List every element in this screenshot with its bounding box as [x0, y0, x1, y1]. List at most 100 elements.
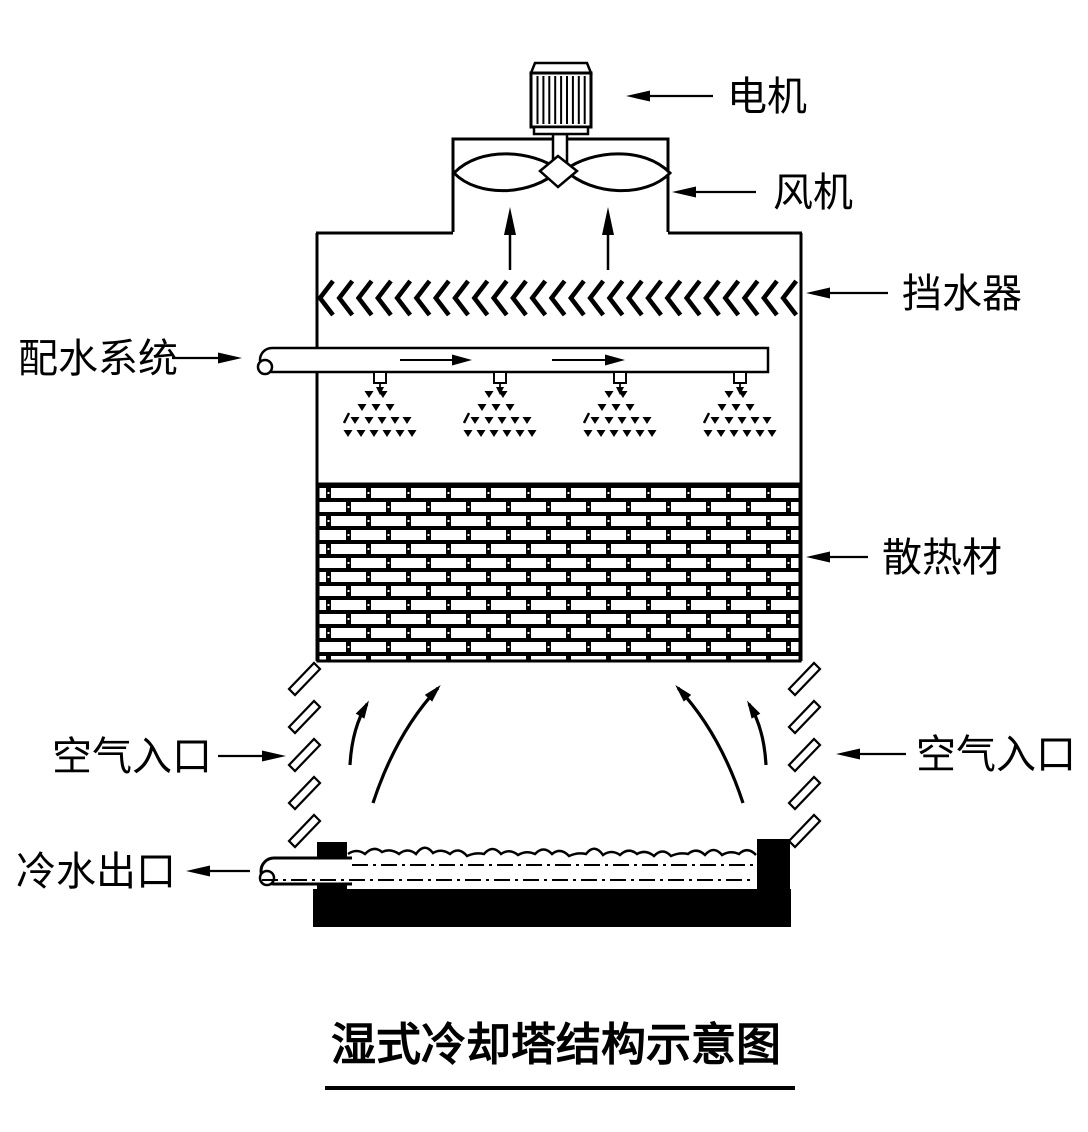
louver-slat [787, 775, 822, 811]
flow-arrow-head [605, 354, 625, 366]
chevron [413, 279, 432, 317]
spray-droplet [755, 430, 765, 437]
nozzle-stem [613, 371, 627, 384]
callout-air-inlet-left-head [262, 750, 286, 762]
spray-droplet [742, 430, 752, 437]
label-cold-water-outlet: 冷水出口 [16, 849, 176, 894]
louver-slat [287, 661, 322, 697]
spray-droplet [750, 417, 760, 424]
air-inlet-louvers-left [287, 661, 322, 849]
chevron [490, 279, 509, 317]
fan-blade-right [562, 152, 673, 193]
chevron [780, 279, 799, 317]
spray-droplet [357, 404, 367, 411]
callout-arrows [172, 90, 906, 877]
spray-droplet [597, 404, 607, 411]
spray-droplet [635, 430, 645, 437]
spray-droplet [611, 404, 621, 411]
spray-droplet [502, 430, 512, 437]
spray-droplet [622, 430, 632, 437]
spray-droplet [596, 430, 606, 437]
label-fan: 风机 [773, 170, 853, 215]
spray-droplet [377, 417, 387, 424]
label-water-distribution: 配水系统 [18, 336, 178, 381]
spray-droplet [385, 404, 395, 411]
water-basin [258, 839, 791, 927]
spray-nozzles [342, 371, 777, 437]
diagram-title: 湿式冷却塔结构示意图 [331, 1020, 781, 1070]
louver-slat [787, 737, 822, 773]
spray-droplet [343, 430, 353, 437]
spray-droplet [407, 430, 417, 437]
chevron [452, 279, 470, 317]
drift-eliminator [317, 279, 799, 317]
spray-droplet [378, 391, 388, 398]
spray-droplet [477, 404, 487, 411]
nozzle [582, 371, 657, 437]
nozzle [462, 371, 537, 437]
spray-droplet [356, 430, 366, 437]
callout-cold-water-outlet-head [186, 865, 210, 877]
louver-slat [787, 699, 822, 735]
outlet-end-cap [258, 869, 276, 887]
tower-shell [315, 231, 803, 661]
fill-material [316, 482, 802, 663]
callout-drift-eliminator-head [806, 287, 830, 299]
spray-droplet [515, 430, 525, 437]
spray-droplet [703, 430, 713, 437]
airflow-curve-arrows [348, 685, 768, 804]
chevron [606, 279, 625, 317]
chevron [336, 279, 355, 317]
chevron [510, 279, 528, 317]
spray-droplet [527, 430, 537, 437]
label-fill-material: 散热材 [882, 535, 1002, 580]
up-arrow-head [504, 207, 516, 235]
pipe-flow-arrows [400, 354, 625, 366]
spray-droplet [510, 417, 520, 424]
spray-droplet [484, 417, 494, 424]
spray-droplet [717, 404, 727, 411]
spray-droplet [737, 417, 747, 424]
label-air-inlet-right: 空气入口 [916, 732, 1076, 777]
spray-droplet [491, 404, 501, 411]
spray-droplet [402, 417, 412, 424]
chevron [664, 279, 683, 317]
spray-droplet [489, 430, 499, 437]
pipe-end-cap [256, 358, 274, 376]
spray-streak [342, 412, 351, 424]
nozzle-stem [493, 371, 507, 384]
callout-fill-material-head [806, 551, 830, 563]
spray-droplet [729, 430, 739, 437]
airflow-up-arrows [504, 207, 614, 270]
motor [529, 61, 593, 164]
spray-droplet [498, 391, 508, 398]
chevron [568, 279, 586, 317]
spray-droplet [484, 391, 494, 398]
chevron [317, 279, 335, 317]
spray-droplet [505, 404, 515, 411]
louver-slat [787, 813, 822, 849]
air-curve [676, 686, 745, 804]
louver-slat [787, 661, 822, 697]
spray-droplet [583, 430, 593, 437]
spray-droplet [724, 417, 734, 424]
chevron [645, 279, 663, 317]
title-underline [325, 1086, 795, 1090]
spray-droplet [630, 417, 640, 424]
callout-water-distribution-head [218, 352, 242, 364]
air-curve-head [747, 700, 761, 719]
chevron [683, 279, 702, 317]
spray-droplet [617, 417, 627, 424]
chevron [703, 279, 721, 317]
nozzle-stem [733, 371, 747, 384]
spray-droplet [724, 391, 734, 398]
spray-streak [462, 412, 471, 424]
basin-bottom [313, 889, 791, 927]
spray-droplet [522, 417, 532, 424]
water-level-lines [262, 864, 753, 881]
flow-arrow-head [452, 354, 472, 366]
spray-droplet [395, 430, 405, 437]
spray-droplet [710, 417, 720, 424]
air-curve-head [675, 685, 692, 702]
air-inlet-louvers-right [787, 661, 822, 849]
